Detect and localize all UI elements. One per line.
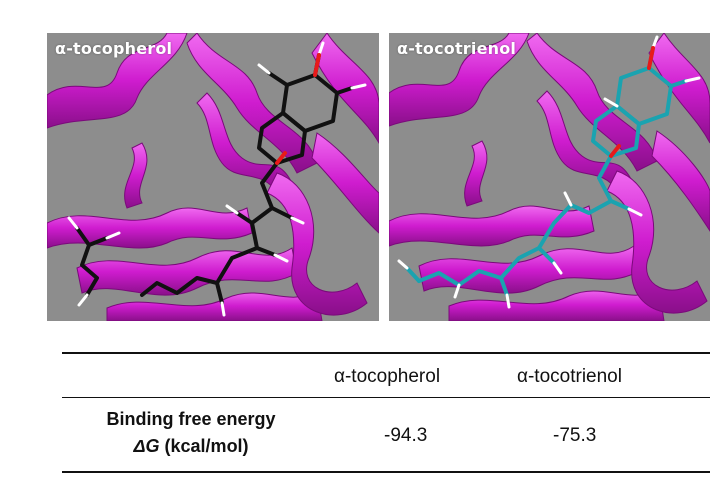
- table-header-rule: [62, 397, 710, 398]
- alpha-tocotrienol-panel: α-tocotrienol: [389, 33, 710, 321]
- table-header-alpha-tocopherol: α-tocopherol: [334, 366, 441, 387]
- panel-label-alpha-tocotrienol: α-tocotrienol: [397, 39, 517, 58]
- alpha-tocopherol-panel: α-tocopherol: [47, 33, 379, 321]
- alpha-tocotrienol-structure-image: [389, 33, 710, 321]
- table-header-alpha-tocotrienol: α-tocotrienol: [517, 366, 622, 387]
- alpha-tocopherol-structure-image: [47, 33, 379, 321]
- panel-label-alpha-tocopherol: α-tocopherol: [55, 39, 173, 58]
- delta-g-symbol: ΔG: [133, 436, 160, 456]
- table-bottom-rule: [62, 471, 710, 473]
- row-label-binding-free-energy: Binding free energy: [106, 409, 276, 429]
- value-alpha-tocopherol: -94.3: [384, 425, 428, 446]
- row-label-delta-g-unit: ΔG (kcal/mol): [66, 436, 316, 457]
- unit-label: (kcal/mol): [159, 436, 249, 456]
- value-alpha-tocotrienol: -75.3: [553, 425, 597, 446]
- table-top-rule: [62, 352, 710, 354]
